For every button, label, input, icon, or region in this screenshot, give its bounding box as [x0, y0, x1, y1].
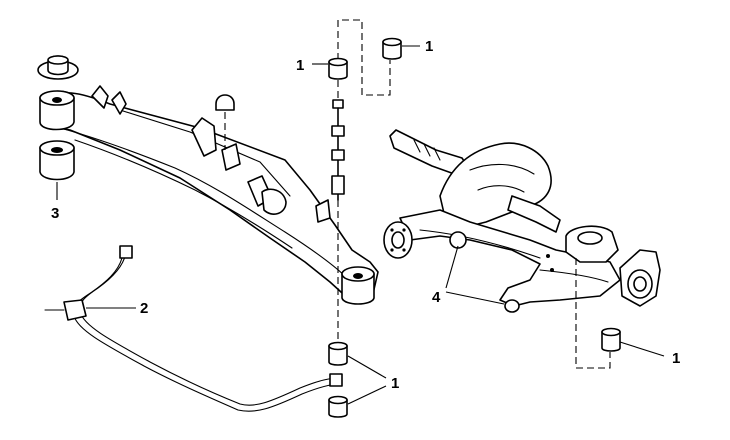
leader-arm-bushing-b: [445, 291, 505, 305]
leader-lower-center-a: [347, 355, 387, 379]
callout-bushing-lower-center: 1: [391, 375, 399, 392]
bushing-lower-center-top: [328, 341, 348, 366]
group-bracket-upper: [337, 19, 391, 96]
link-rod: [331, 80, 345, 345]
bushing-upper-left: [328, 57, 348, 80]
lower-arm-assembly: [383, 129, 661, 313]
group-bracket-lower: [575, 258, 611, 369]
crossmember: [39, 85, 379, 305]
callout-bushing-upper-right: 1: [425, 38, 433, 55]
stabilizer-bar: [44, 245, 343, 412]
callout-stabilizer-bar: 2: [140, 300, 148, 317]
leader-lower-center-b: [347, 385, 387, 405]
callout-mount-insulator: 3: [51, 205, 59, 222]
leader-lower-right: [619, 341, 665, 357]
callout-arm-bushing: 4: [432, 289, 441, 306]
bushing-lower-center-bottom: [328, 395, 348, 418]
callout-bushing-upper-left: 1: [296, 57, 304, 74]
upper-insulator: [37, 55, 79, 80]
leader-arm-bushing-a: [445, 245, 459, 289]
bushing-upper-right: [382, 37, 402, 60]
bump-stop: [215, 94, 235, 150]
bushing-lower-right: [601, 327, 621, 352]
callout-bushing-lower-right: 1: [672, 350, 680, 367]
mount-insulator: [39, 140, 75, 181]
